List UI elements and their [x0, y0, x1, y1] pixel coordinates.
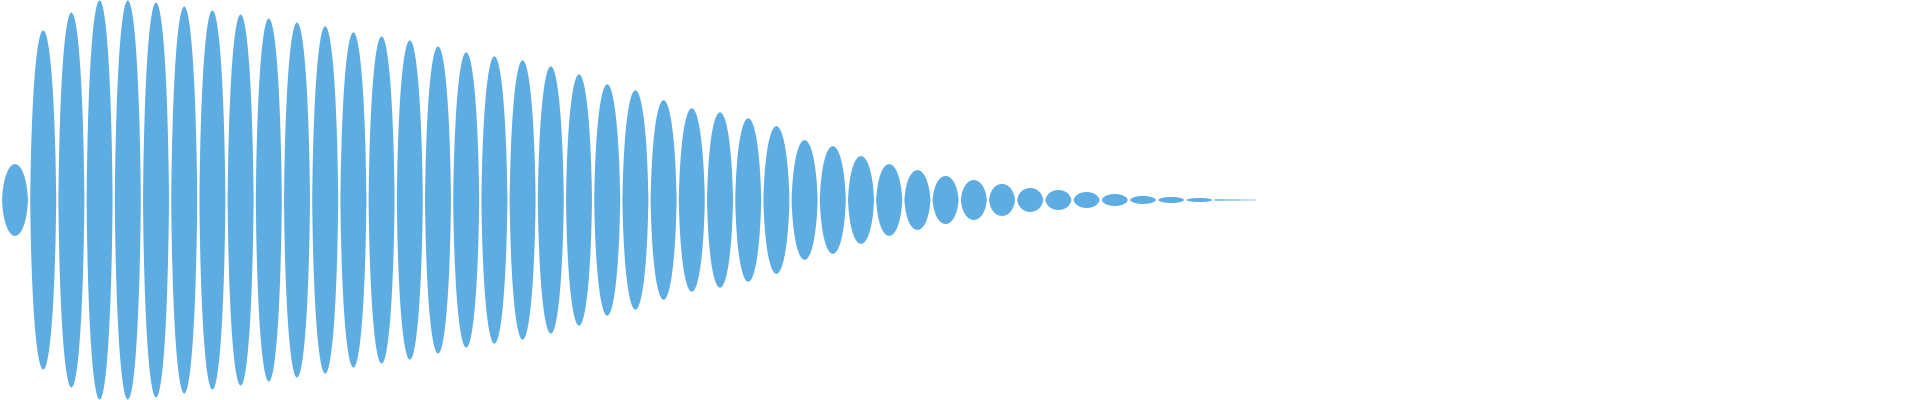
waveform-lobe [1017, 188, 1044, 212]
waveform-lobe [284, 22, 310, 378]
waveform-lobe [396, 40, 423, 360]
waveform-lobe [989, 184, 1015, 216]
waveform-lobe [453, 52, 480, 348]
waveform-lobe [58, 12, 85, 388]
waveform-lobe [425, 46, 451, 354]
waveform-lobe [650, 100, 677, 300]
waveform-lobe [1186, 198, 1213, 202]
waveform-lobe [876, 164, 903, 236]
waveform-lobe [960, 180, 987, 220]
waveform-lobe [2, 164, 28, 236]
waveform-tail [1214, 199, 1257, 201]
waveform-lobe [791, 140, 818, 260]
waveform-lobe [904, 170, 931, 230]
waveform-lobe [143, 2, 169, 398]
waveform-lobe [537, 66, 564, 334]
waveform-lobe [227, 14, 254, 386]
waveform-lobe [566, 74, 592, 326]
waveform-lobe [707, 112, 733, 288]
waveform-lobe [763, 126, 790, 274]
waveform-lobe [340, 32, 367, 368]
waveform-lobe [312, 26, 339, 374]
waveform-lobe [199, 10, 226, 390]
waveform-lobe [594, 84, 621, 316]
waveform-lobe [678, 108, 705, 292]
waveform-lobe [1130, 196, 1156, 204]
waveform-lobes [2, 0, 1213, 400]
waveform-lobe [509, 60, 536, 340]
waveform-lobe [86, 0, 113, 400]
waveform-lobe [368, 36, 395, 364]
waveform-lobe [171, 6, 198, 394]
waveform-lobe [622, 90, 649, 310]
waveform-lobe [481, 56, 508, 344]
waveform-lobe [819, 146, 846, 254]
waveform-lobe [255, 18, 282, 382]
waveform-lobe [1073, 192, 1100, 208]
waveform-lobe [848, 156, 874, 244]
waveform-lobe [30, 30, 57, 370]
waveform-lobe [932, 176, 959, 224]
waveform-lobe [1158, 197, 1185, 203]
waveform-lobe [114, 0, 141, 400]
waveform-lobe [735, 118, 762, 282]
waveform-lobe [1101, 194, 1128, 206]
waveform-lobe [1045, 190, 1072, 210]
